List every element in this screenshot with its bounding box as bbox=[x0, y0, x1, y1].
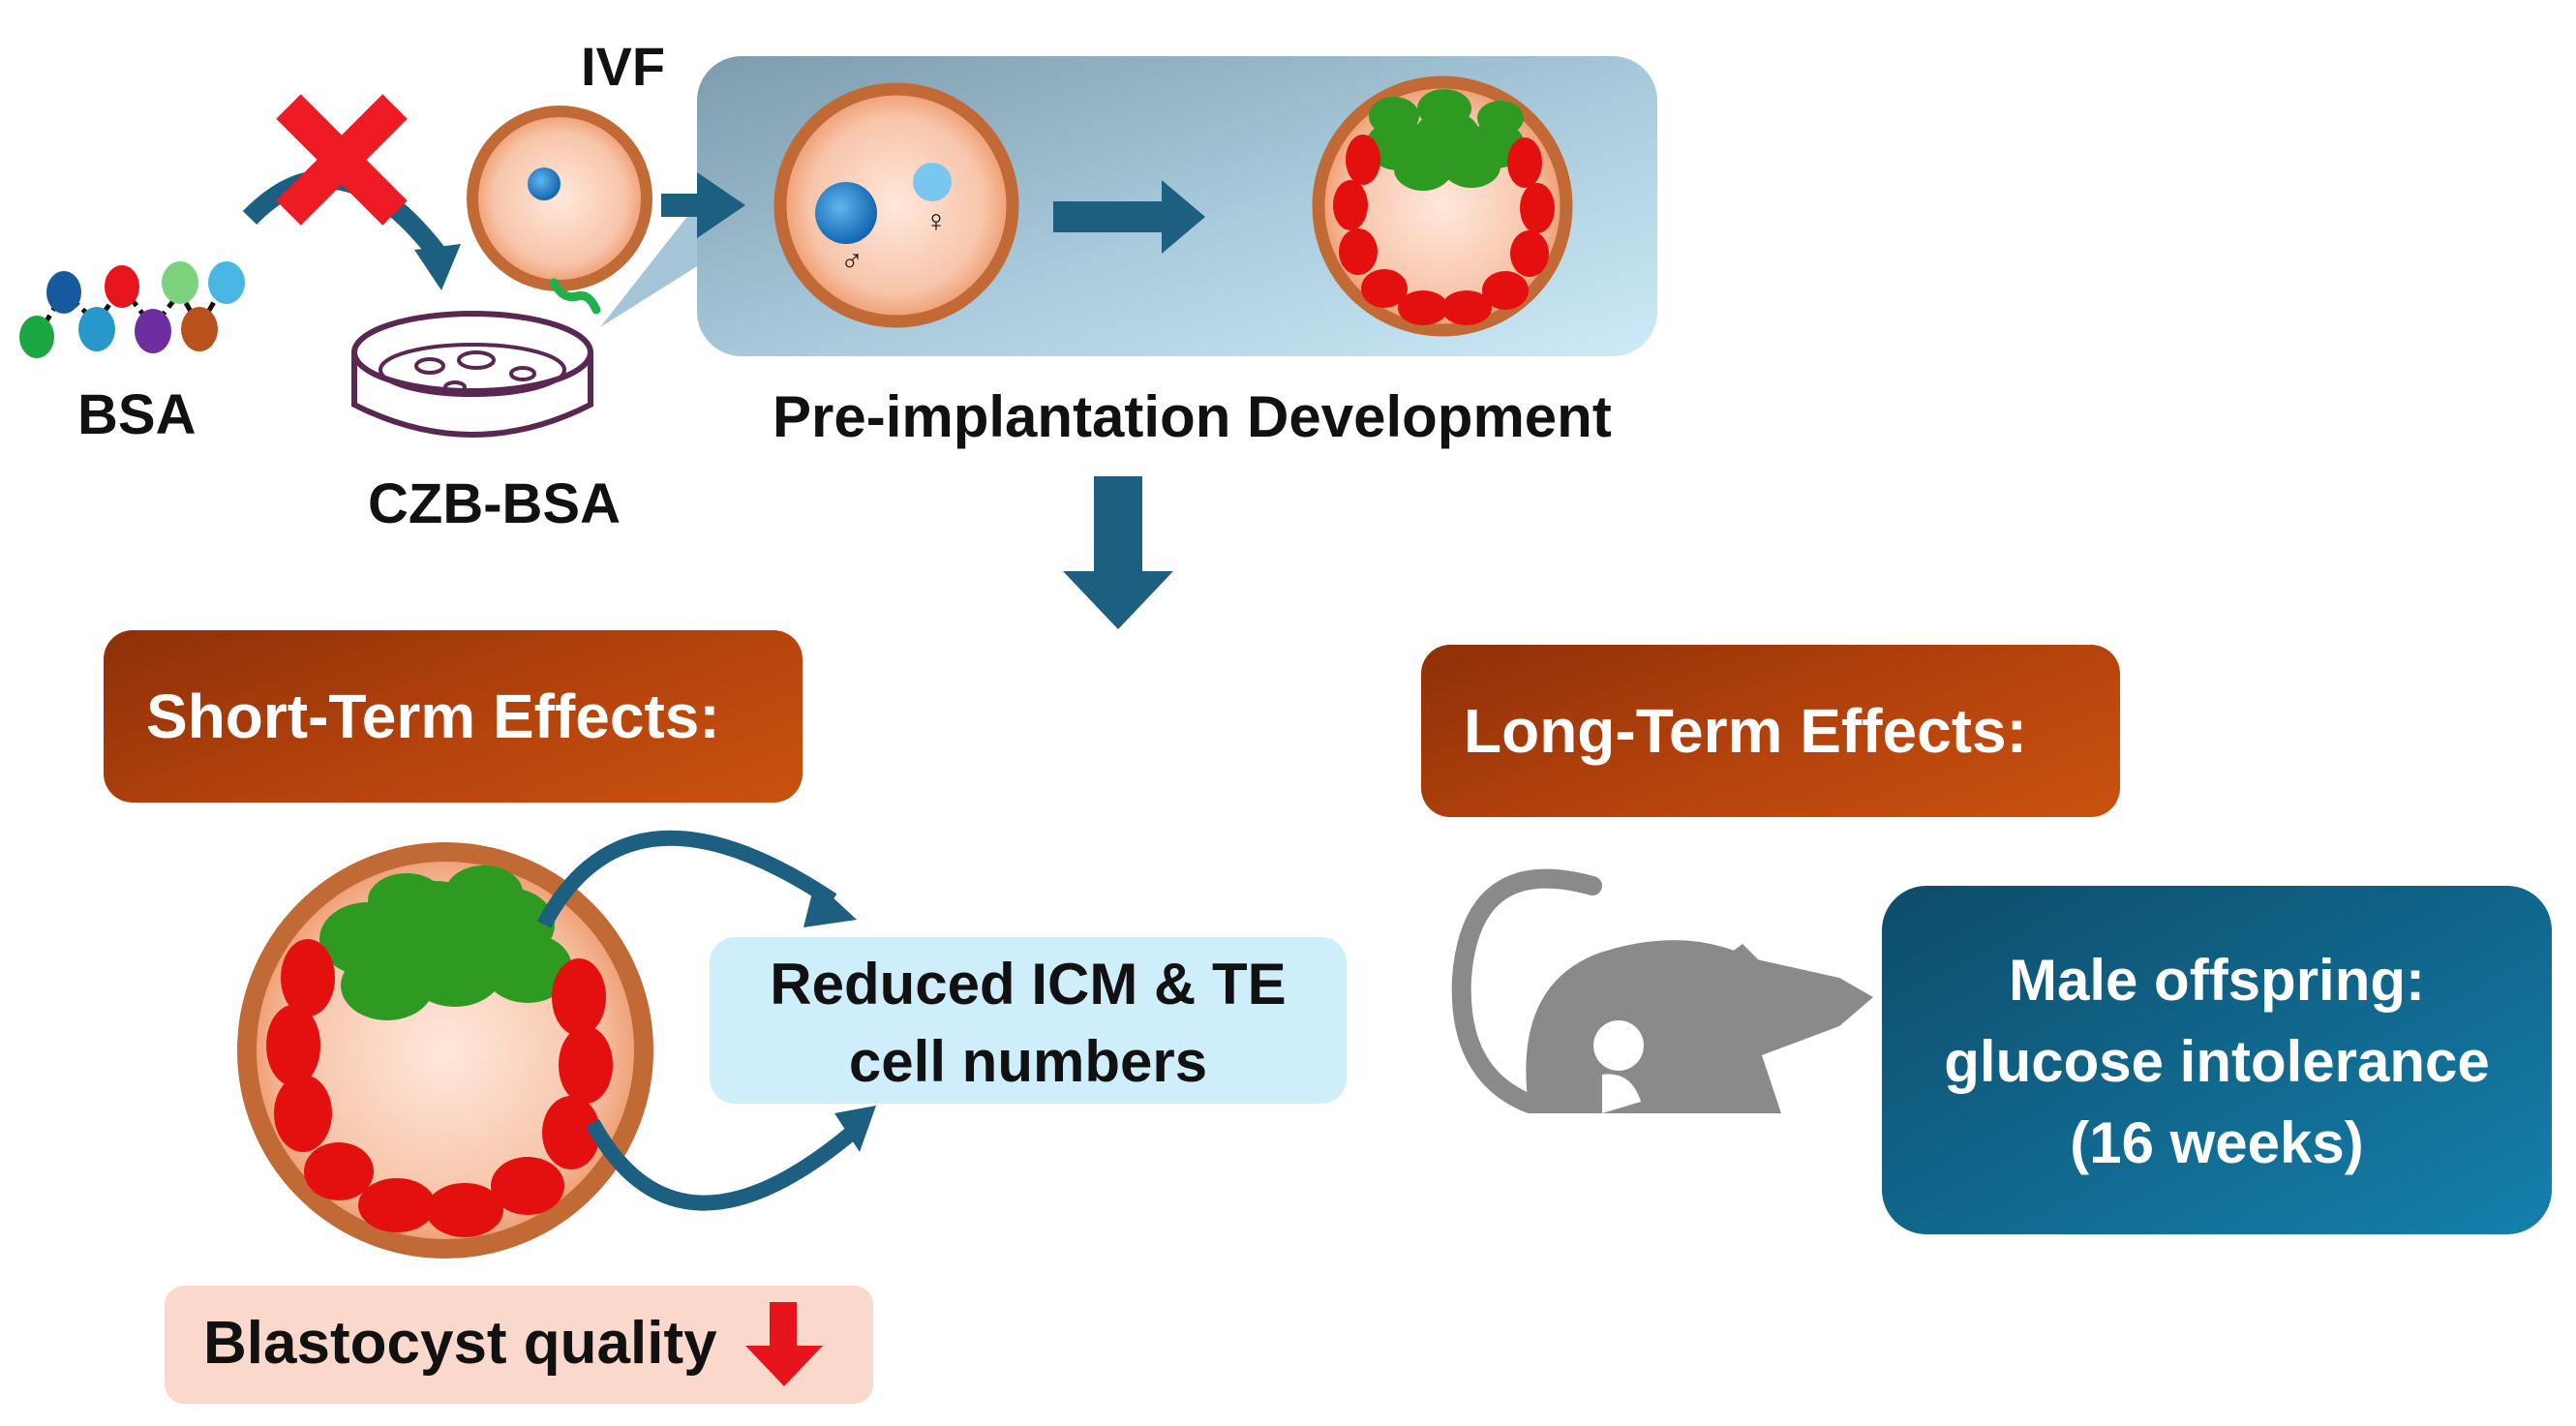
oocyte-icon bbox=[467, 106, 652, 315]
long-term-title: Long-Term Effects: bbox=[1464, 696, 2027, 766]
icm-te-result-box bbox=[710, 937, 1347, 1104]
short-term-blastocyst-icon bbox=[237, 842, 653, 1259]
zygote-icon bbox=[773, 82, 1019, 328]
cross-icon bbox=[276, 94, 408, 226]
icm-te-line2: cell numbers bbox=[848, 1029, 1208, 1094]
oocyte-to-panel-arrow bbox=[661, 172, 745, 238]
down-arrow-icon bbox=[745, 1302, 823, 1386]
te-arrow bbox=[585, 1119, 858, 1211]
female-symbol: ♀ bbox=[924, 203, 948, 238]
development-arrow bbox=[1053, 180, 1205, 254]
glucose-line1: Male offspring: bbox=[2009, 948, 2425, 1013]
long-term-header: Long-Term Effects: bbox=[1421, 645, 2120, 817]
glucose-line3: (16 weeks) bbox=[2070, 1110, 2364, 1175]
down-arrow bbox=[1063, 476, 1173, 629]
preimplantation-label: Pre-implantation Development bbox=[773, 384, 1612, 449]
ivf-label: IVF bbox=[581, 36, 666, 97]
quality-box bbox=[165, 1286, 873, 1404]
icm-te-line1: Reduced ICM & TE bbox=[770, 952, 1287, 1016]
bsa-label: BSA bbox=[77, 383, 197, 446]
blastocyst-icon bbox=[1312, 76, 1573, 337]
bsa-to-dish-arrow bbox=[242, 169, 445, 260]
petri-dish-icon bbox=[351, 311, 593, 438]
quality-label: Blastocyst quality bbox=[203, 1310, 717, 1377]
glucose-result-box bbox=[1882, 886, 2552, 1234]
glucose-line2: glucose intolerance bbox=[1944, 1029, 2490, 1094]
czb-bsa-label: CZB-BSA bbox=[368, 472, 621, 535]
icm-arrow bbox=[536, 830, 837, 928]
male-symbol: ♂ bbox=[840, 242, 864, 277]
short-term-header: Short-Term Effects: bbox=[104, 630, 803, 803]
mouse-icon bbox=[1451, 868, 1873, 1113]
short-term-title: Short-Term Effects: bbox=[146, 682, 720, 751]
bsa-molecule-icon bbox=[19, 261, 245, 358]
